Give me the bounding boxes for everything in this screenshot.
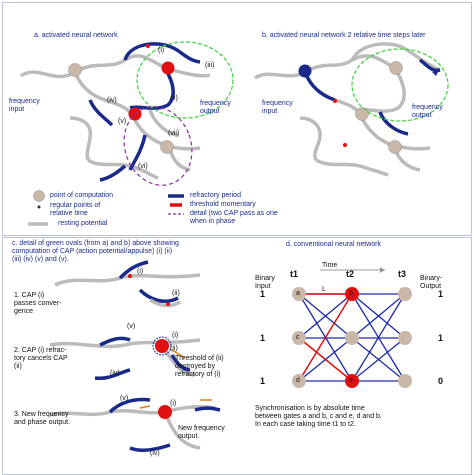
L-label: L [322,286,326,293]
panel-c-title: c. detail of green ovals (from a) and b)… [12,240,179,263]
mark-vii: (vii) [168,130,180,137]
panel-a-frequency-input: frequency input [9,98,40,113]
c-mark-i: (i) [137,268,144,275]
step-1: 1. CAP (i) passes conver- gence [14,292,62,315]
c-mark-iv: (iv) [110,370,120,377]
legend-threshold-momentary: threshold momentary [190,201,256,208]
panel-a-frequency-output: frequency output [200,100,231,115]
c-mark-iv-2: (iv) [150,450,160,457]
mark-iii: (iii) [205,62,215,69]
mark-iv: (iv) [107,97,117,104]
output-1: 1 [438,289,444,299]
mark-v: (v) [118,118,127,125]
panel-b-frequency-output: frequency output [412,104,443,119]
output-2: 1 [438,333,444,343]
binary-output-label: Binary- Output [420,275,443,290]
panel-b-network [254,42,449,177]
c-mark-v-2: (v) [120,395,129,402]
mark-i: (i) [158,47,165,54]
bottom-frame [2,237,472,475]
node-e: e [349,377,353,384]
c-mark-v: (v) [127,323,136,330]
node-b: b [349,290,353,297]
new-frequency-note: New frequency output. [178,425,225,440]
legend-regular-points: regular points of relative time [50,202,101,217]
panel-d-network [292,267,412,388]
binary-input-label: Binary Input [255,275,275,290]
legend-symbols [28,190,184,226]
panel-b-frequency-input: frequency input [262,100,293,115]
c-mark-ii: (ii) [172,290,180,297]
panel-d-caption: Synchronisation is by absolute time betw… [255,405,382,428]
step-3: 3. New frequency and phase output. [14,411,71,426]
mark-ii: (ii) [170,95,178,102]
c-mark-i-3: (i) [170,400,177,407]
t3-label: t3 [398,269,407,279]
panel-c-steps [49,260,221,452]
input-1: 1 [260,289,266,299]
input-2: 1 [260,333,266,343]
legend-detail: detail (two CAP pass as one when in phas… [190,210,278,225]
node-d: d [296,377,300,384]
panel-d-title: d. conventional neural network [286,241,381,248]
panel-a-title: a. activated neural network [34,32,118,39]
node-c: c [296,334,300,341]
output-3: 0 [438,376,444,386]
time-label: Time [322,262,338,269]
panel-a-network [20,41,234,186]
c-mark-ii-2: (ii) [170,345,178,352]
threshold-note: Threshold of (ii) destroyed by refractor… [175,355,224,378]
t2-label: t2 [346,269,355,279]
legend-resting-potential: resting potential [58,220,108,227]
step-2: 2. CAP (i) refrac- tory cancels CAP (ii) [14,347,68,370]
mark-vi: (vi) [138,163,148,170]
panel-b-title: b. activated neural network 2 relative t… [262,32,426,39]
input-3: 1 [260,376,266,386]
node-a: a [296,290,300,297]
t1-label: t1 [290,269,299,279]
c-mark-i-2: (i) [172,332,179,339]
legend-refractory-period: refractory period [190,192,241,199]
legend-point-of-computation: point of computation [50,192,114,199]
